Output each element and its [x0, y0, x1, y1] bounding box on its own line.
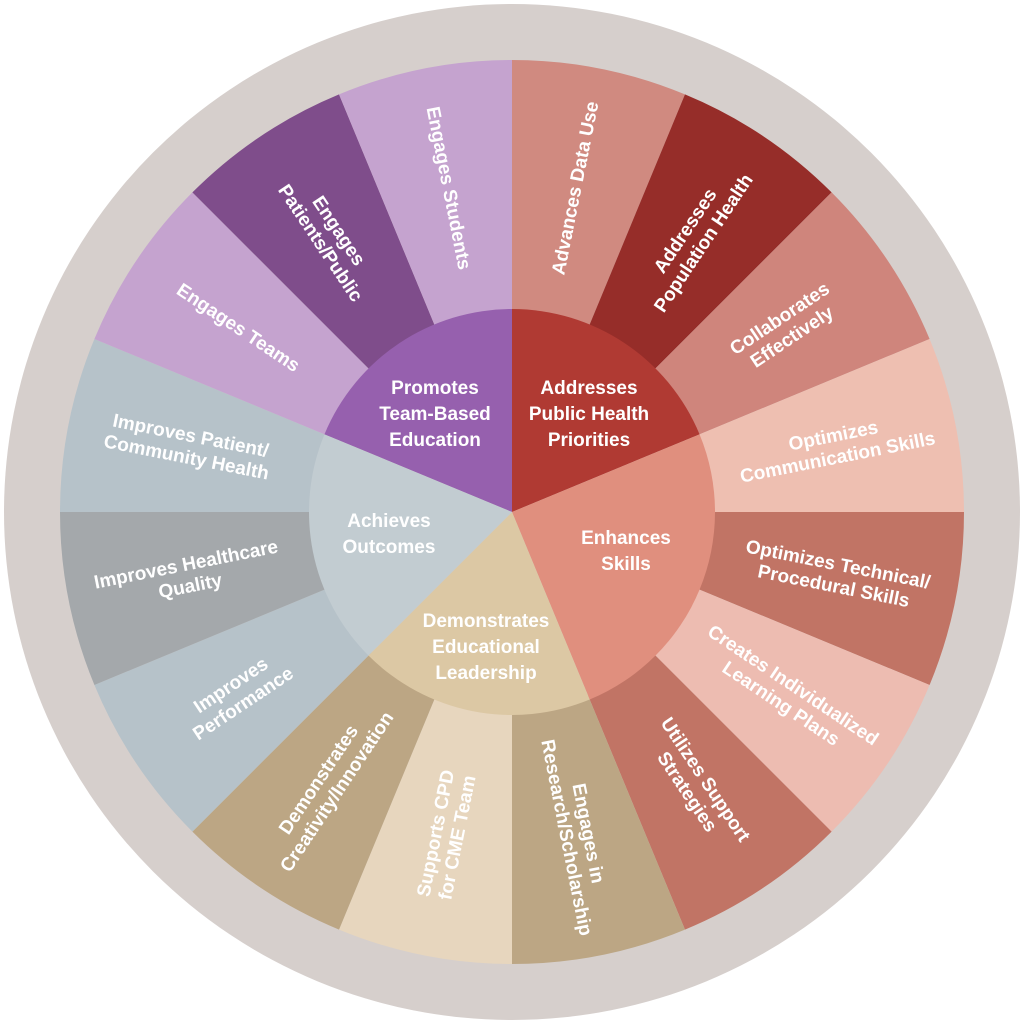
hub-sector-team: [324, 309, 512, 512]
segment-supports-cpd-for-cme-team: [339, 695, 512, 964]
hub-sector-outcomes: [309, 434, 512, 656]
segment-engages-teams: [94, 192, 372, 436]
hub-label-public: Public Health: [529, 404, 649, 425]
segment-improves-patient-community-health: [60, 339, 329, 512]
hub-label-skills: Enhances: [581, 528, 671, 549]
hub-label-leadership: Demonstrates: [423, 611, 550, 632]
hub-label-public: Priorities: [548, 430, 630, 451]
hub-label-skills: Skills: [601, 554, 651, 575]
hub-sector-public: [512, 309, 700, 512]
segment-optimizes-communication-skills: [695, 339, 964, 512]
segment-advances-data-use: [512, 60, 685, 329]
segment-optimizes-technical-procedural-skills: [695, 512, 964, 685]
segment-utilizes-support-strategies: [588, 652, 832, 930]
hub-label-team: Education: [389, 430, 481, 451]
inner-hub: [309, 309, 715, 715]
outer-ring: [60, 60, 964, 964]
hub-label-public: Addresses: [540, 378, 637, 399]
hub-sector-skills: [512, 434, 715, 700]
segment-engages-in-research-scholarship: [512, 695, 685, 964]
segment-demonstrates-creativity-innovation: [192, 652, 436, 930]
segment-collaborates-effectively: [652, 192, 930, 436]
hub-sector-leadership: [368, 512, 590, 715]
hub-label-leadership: Educational: [432, 637, 540, 658]
segment-improves-performance: [94, 588, 372, 832]
segment-improves-healthcare-quality: [60, 512, 329, 685]
segment-creates-individualized-learning-plans: [652, 588, 930, 832]
hub-label-team: Team-Based: [379, 404, 491, 425]
hub-label-outcomes: Outcomes: [343, 537, 436, 558]
hub-label-outcomes: Achieves: [347, 511, 430, 532]
segment-engages-students: [339, 60, 512, 329]
hub-label-leadership: Leadership: [435, 663, 536, 684]
segment-addresses-population-health: [588, 94, 832, 372]
segment-engages-patients-public: [192, 94, 436, 372]
hub-label-team: Promotes: [391, 378, 479, 399]
